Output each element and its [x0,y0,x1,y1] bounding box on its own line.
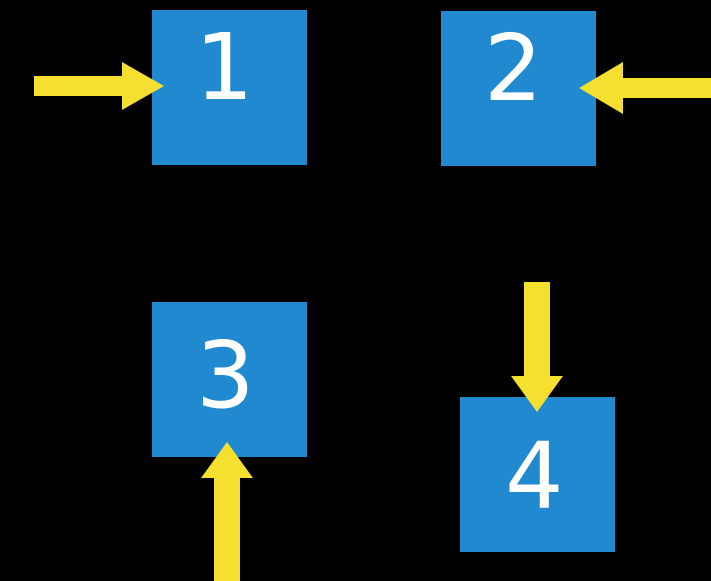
node-box-4[interactable] [460,397,615,552]
node-label-4: 4 [505,423,564,530]
arrow-down-into-node-4 [511,282,563,412]
arrow-right-into-node-1 [34,62,166,112]
node-box-2[interactable] [441,11,596,166]
node-box-1[interactable] [152,10,307,165]
arrow-up-into-node-3 [201,442,253,581]
arrow-left-into-node-2 [579,62,711,114]
node-label-3: 3 [196,322,255,429]
arrow-into-4-shape [511,282,563,412]
arrow-into-2-shape [579,62,711,114]
arrow-into-1-shape [34,62,164,110]
arrow-into-3-shape [201,442,253,581]
node-label-1: 1 [195,14,254,121]
node-label-2: 2 [484,15,543,122]
node-box-3[interactable] [152,302,307,457]
